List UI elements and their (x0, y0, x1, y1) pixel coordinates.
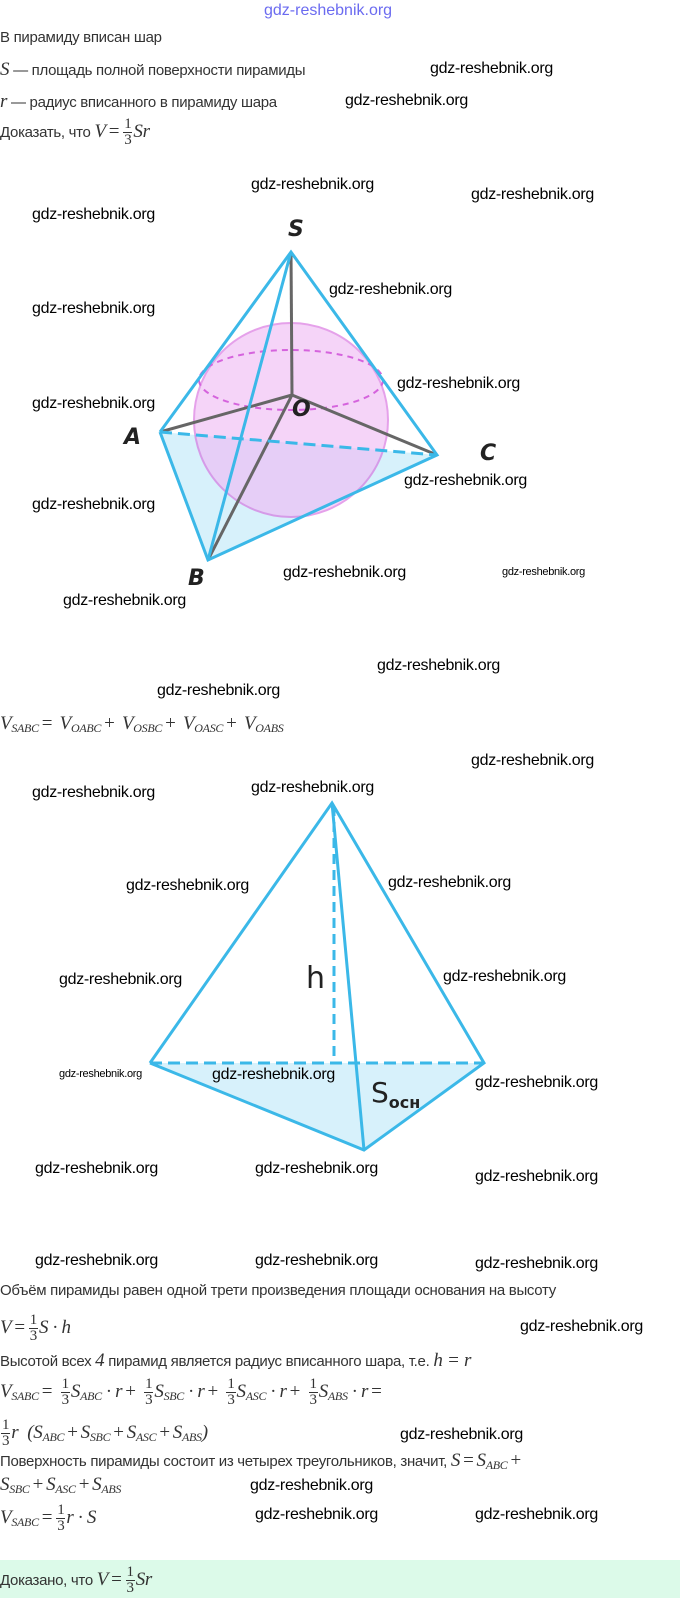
problem-line-1: В пирамиду вписан шар (0, 29, 162, 46)
solution-step-6: Поверхность пирамиды состоит из четырех … (0, 1450, 521, 1472)
watermark: gdz-reshebnik.org (32, 395, 155, 412)
watermark: gdz-reshebnik.org (59, 1068, 142, 1080)
watermark: gdz-reshebnik.org (35, 1160, 158, 1177)
watermark: gdz-reshebnik.org (502, 566, 585, 578)
label-b: B (188, 566, 205, 591)
line3-text: — радиус вписанного в пирамиду шара (10, 94, 277, 111)
watermark: gdz-reshebnik.org (443, 968, 566, 985)
label-c: C (480, 441, 496, 466)
watermark: gdz-reshebnik.org (397, 375, 520, 392)
label-s: S (288, 217, 304, 242)
watermark: gdz-reshebnik.org (59, 971, 182, 988)
watermark: gdz-reshebnik.org (250, 1477, 373, 1494)
watermark: gdz-reshebnik.org (475, 1168, 598, 1185)
watermark: gdz-reshebnik.org (126, 877, 249, 894)
line4-text: Доказать, что (0, 123, 91, 141)
watermark: gdz-reshebnik.org (283, 564, 406, 581)
watermark: gdz-reshebnik.org (345, 92, 468, 109)
solution-step-3: Высотой всех 4 пирамид является радиус в… (0, 1350, 472, 1371)
watermark: gdz-reshebnik.org (377, 657, 500, 674)
watermark: gdz-reshebnik.org (32, 206, 155, 223)
watermark: gdz-reshebnik.org (63, 592, 186, 609)
watermark: gdz-reshebnik.org (471, 186, 594, 203)
watermark: gdz-reshebnik.org (251, 176, 374, 193)
watermark: gdz-reshebnik.org (212, 1066, 335, 1083)
var-s: S (0, 59, 10, 80)
watermark: gdz-reshebnik.org (471, 752, 594, 769)
line2-text: — площадь полной поверхности пирамиды (13, 62, 306, 79)
watermark: gdz-reshebnik.org (251, 779, 374, 796)
pyramid-with-sphere-figure: S A B C O (122, 217, 496, 591)
watermark: gdz-reshebnik.org (35, 1252, 158, 1269)
solution-step-1: Объём пирамиды равен одной трети произве… (0, 1282, 556, 1299)
watermark: gdz-reshebnik.org (255, 1506, 378, 1523)
watermark: gdz-reshebnik.org (32, 496, 155, 513)
label-o: O (292, 397, 311, 422)
label-h: h (306, 961, 325, 996)
volume-sum-formula: VSABC= VOABC+ VOSBC+ VOASC+ VOABS (0, 713, 284, 735)
watermark: gdz-reshebnik.org (400, 1426, 523, 1443)
problem-line-3: r — радиус вписанного в пирамиду шара (0, 91, 277, 113)
watermark: gdz-reshebnik.org (32, 784, 155, 801)
problem-line-2: S — площадь полной поверхности пирамиды (0, 59, 306, 81)
watermark: gdz-reshebnik.org (32, 300, 155, 317)
watermark: gdz-reshebnik.org (255, 1252, 378, 1269)
watermark: gdz-reshebnik.org (157, 682, 280, 699)
pyramid-height-figure: h Sосн (148, 800, 486, 1152)
var-r: r (0, 91, 8, 112)
label-a: A (122, 425, 141, 450)
label-s-base: Sосн (371, 1076, 420, 1112)
watermark: gdz-reshebnik.org (430, 60, 553, 77)
watermark: gdz-reshebnik.org (329, 281, 452, 298)
solution-step-7: SSBC+SASC+SABS (0, 1474, 122, 1496)
watermark: gdz-reshebnik.org (388, 874, 511, 891)
watermark: gdz-reshebnik.org (255, 1160, 378, 1177)
watermark: gdz-reshebnik.org (475, 1506, 598, 1523)
watermark: gdz-reshebnik.org (404, 472, 527, 489)
watermark: gdz-reshebnik.org (475, 1074, 598, 1091)
site-watermark-link[interactable]: gdz-reshebnik.org (264, 2, 393, 19)
watermark: gdz-reshebnik.org (520, 1318, 643, 1335)
watermark: gdz-reshebnik.org (475, 1255, 598, 1272)
